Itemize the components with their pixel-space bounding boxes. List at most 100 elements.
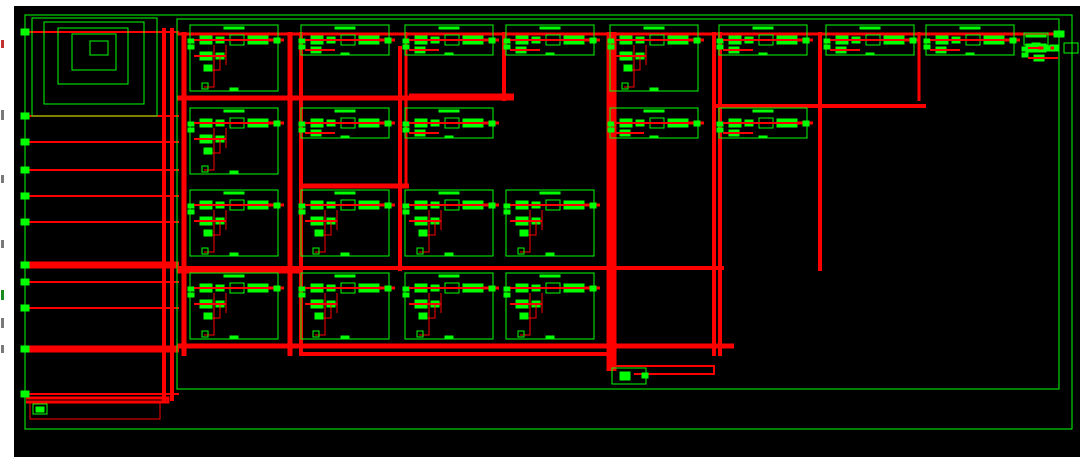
module-instance[interactable] xyxy=(716,24,813,56)
module-instance[interactable] xyxy=(402,107,499,139)
input-port xyxy=(20,192,30,200)
module-border xyxy=(404,272,494,340)
logic-cell xyxy=(416,247,424,255)
top-strip xyxy=(14,0,1080,6)
module-port xyxy=(298,121,306,127)
module-port xyxy=(503,292,511,298)
module-port xyxy=(273,37,281,44)
module-port xyxy=(488,37,496,44)
module-label-tick xyxy=(229,87,239,91)
module-port xyxy=(298,127,306,133)
module-title-tick xyxy=(334,109,356,113)
module-instance[interactable] xyxy=(1021,32,1080,62)
output-block[interactable] xyxy=(611,367,649,385)
module-title-tick xyxy=(334,274,356,278)
module-port xyxy=(298,38,306,44)
control-block-inner xyxy=(43,21,145,105)
module-port xyxy=(298,292,306,298)
logic-cell xyxy=(203,312,213,320)
module-instance[interactable] xyxy=(607,24,704,92)
bottom-left-cell xyxy=(35,406,45,413)
module-label-tick xyxy=(340,135,350,139)
module-label-tick xyxy=(340,52,350,56)
logic-cell xyxy=(203,147,213,155)
module-port xyxy=(716,44,724,50)
module-title-tick xyxy=(223,191,245,195)
input-port xyxy=(20,304,30,312)
module-port xyxy=(187,44,195,50)
module-port xyxy=(802,37,810,44)
mux-cell xyxy=(1063,42,1079,54)
module-port xyxy=(402,286,410,292)
module-port xyxy=(402,127,410,133)
module-title-tick xyxy=(334,26,356,30)
logic-cell xyxy=(312,330,320,338)
gutter-marker xyxy=(1,240,4,248)
module-port xyxy=(607,44,615,50)
logic-cell xyxy=(418,229,428,237)
module-port xyxy=(823,44,831,50)
module-instance[interactable] xyxy=(187,107,284,175)
module-border xyxy=(609,24,699,92)
module-instance[interactable] xyxy=(402,272,499,340)
output-port xyxy=(1053,30,1065,38)
module-port xyxy=(716,121,724,127)
module-label-tick xyxy=(758,135,768,139)
module-title-tick xyxy=(438,274,460,278)
module-instance[interactable] xyxy=(187,272,284,340)
input-port xyxy=(20,218,30,226)
module-label-tick xyxy=(229,170,239,174)
module-instance[interactable] xyxy=(187,189,284,257)
feedback-wire xyxy=(315,210,326,253)
module-label-tick xyxy=(1031,42,1041,46)
module-instance[interactable] xyxy=(402,189,499,257)
logic-cell xyxy=(314,312,324,320)
module-port xyxy=(589,37,597,44)
module-instance[interactable] xyxy=(298,272,395,340)
schematic-diagram[interactable] xyxy=(14,6,1080,457)
module-title-tick xyxy=(334,191,356,195)
logic-cell xyxy=(623,64,633,72)
input-port xyxy=(20,138,30,146)
module-label-tick xyxy=(444,52,454,56)
module-port xyxy=(384,37,392,44)
module-title-tick xyxy=(223,274,245,278)
module-instance[interactable] xyxy=(607,107,704,139)
module-instance[interactable] xyxy=(402,24,499,56)
module-port xyxy=(503,44,511,50)
feedback-wire xyxy=(419,210,430,253)
module-border xyxy=(300,189,390,257)
logic-cell xyxy=(203,229,213,237)
module-instance[interactable] xyxy=(716,107,813,139)
module-instance[interactable] xyxy=(503,189,600,257)
module-label-tick xyxy=(444,252,454,256)
module-instance[interactable] xyxy=(298,107,395,139)
module-port xyxy=(384,120,392,127)
gutter-marker xyxy=(1,40,4,48)
feedback-wire xyxy=(315,293,326,336)
module-label-tick xyxy=(965,52,975,56)
input-port xyxy=(20,28,30,36)
module-instances[interactable] xyxy=(187,24,1080,385)
module-instance[interactable] xyxy=(823,24,920,56)
output-cell xyxy=(619,371,631,381)
module-label-tick xyxy=(545,52,555,56)
module-port xyxy=(607,121,615,127)
input-port xyxy=(20,261,30,269)
schematic-canvas[interactable] xyxy=(14,6,1080,457)
module-port xyxy=(402,203,410,209)
module-instance[interactable] xyxy=(298,189,395,257)
module-instance[interactable] xyxy=(298,24,395,56)
gutter-marker xyxy=(1,110,4,120)
bus-wires xyxy=(26,28,1064,404)
input-port xyxy=(20,278,30,286)
module-port xyxy=(273,202,281,209)
module-port xyxy=(298,209,306,215)
module-instance[interactable] xyxy=(923,24,1020,56)
module-instance[interactable] xyxy=(187,24,284,92)
module-border xyxy=(189,107,279,175)
module-instance[interactable] xyxy=(503,272,600,340)
module-instance[interactable] xyxy=(503,24,600,56)
module-title-tick xyxy=(643,109,665,113)
module-label-tick xyxy=(340,252,350,256)
